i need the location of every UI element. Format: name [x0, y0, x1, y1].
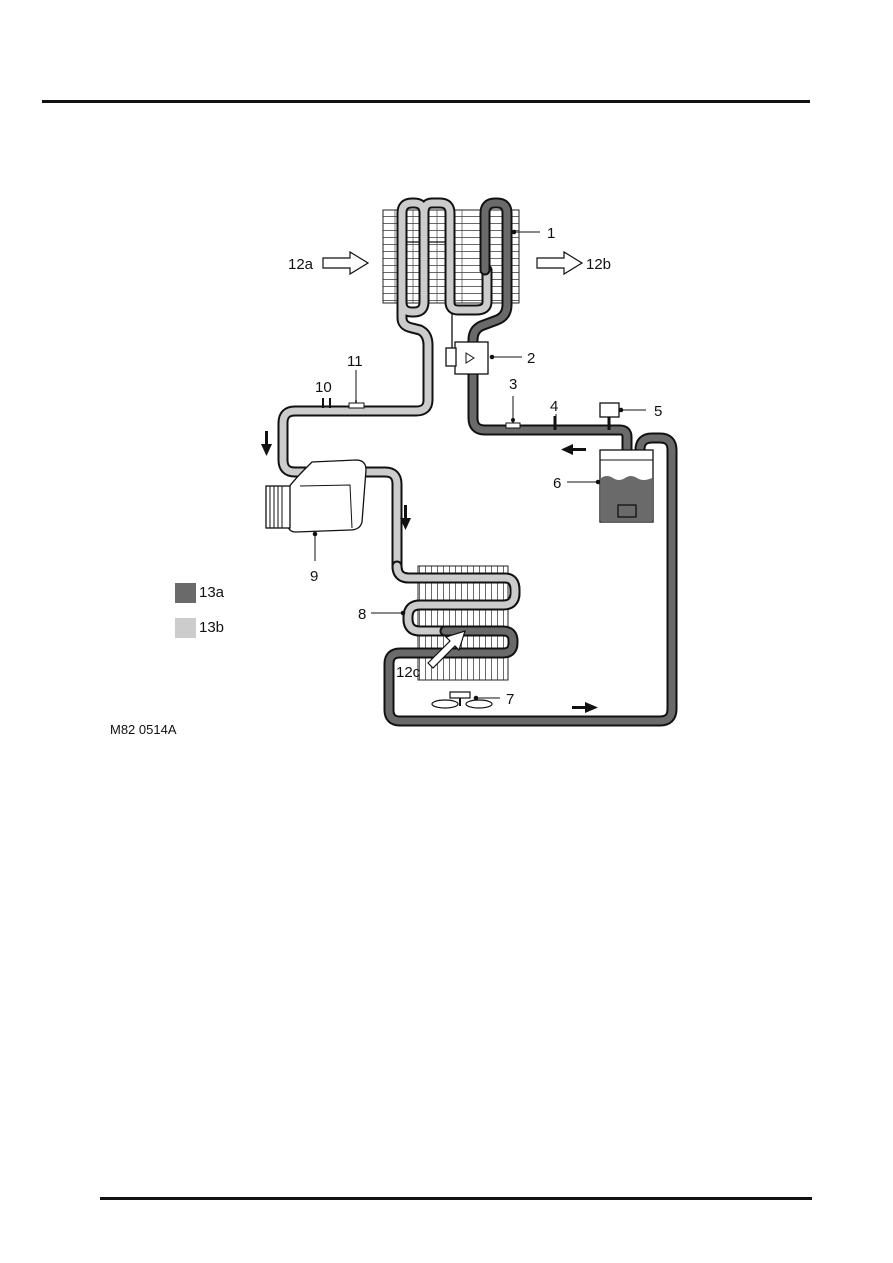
leader-lines [312, 229, 646, 701]
blower [431, 691, 493, 709]
legend-swatch-13b [175, 618, 196, 638]
callout-4: 4 [550, 398, 558, 415]
flow-arrow-down-left [265, 431, 268, 445]
callout-12a: 12a [288, 256, 314, 273]
air-flow-arrows [322, 250, 584, 669]
callout-1: 1 [547, 225, 555, 242]
legend-label-13a: 13a [199, 584, 225, 601]
flow-arrows [261, 431, 598, 713]
flow-arrow-down-right [404, 505, 407, 519]
callout-12b: 12b [586, 256, 611, 273]
callout-10: 10 [315, 379, 332, 396]
low-side-port [322, 398, 331, 408]
low-side-service-port [348, 400, 365, 409]
callout-7: 7 [506, 691, 514, 708]
receiver-drier [599, 449, 654, 523]
legend-swatch-13a [175, 583, 196, 603]
compressor [265, 459, 367, 533]
callout-6: 6 [553, 475, 561, 492]
high-side-pipework [383, 197, 678, 727]
callout-3: 3 [509, 376, 517, 393]
air-out-arrow [536, 250, 584, 276]
callout-9: 9 [310, 568, 318, 585]
callout-5: 5 [654, 403, 662, 420]
top-rule [42, 100, 810, 103]
bottom-rule [100, 1197, 812, 1200]
legend: 13a 13b [175, 583, 225, 638]
flow-arrow-right [585, 702, 598, 713]
evaporator-air-arrow [427, 630, 466, 669]
air-in-arrow [322, 250, 370, 276]
callout-11: 11 [347, 353, 363, 370]
expansion-valve [445, 341, 489, 375]
legend-label-13b: 13b [199, 619, 224, 636]
callout-8: 8 [358, 606, 366, 623]
flow-arrow-left [561, 444, 573, 455]
figure-code: M82 0514A [110, 722, 177, 737]
callout-2: 2 [527, 350, 535, 367]
callout-12c: 12c [396, 664, 421, 681]
